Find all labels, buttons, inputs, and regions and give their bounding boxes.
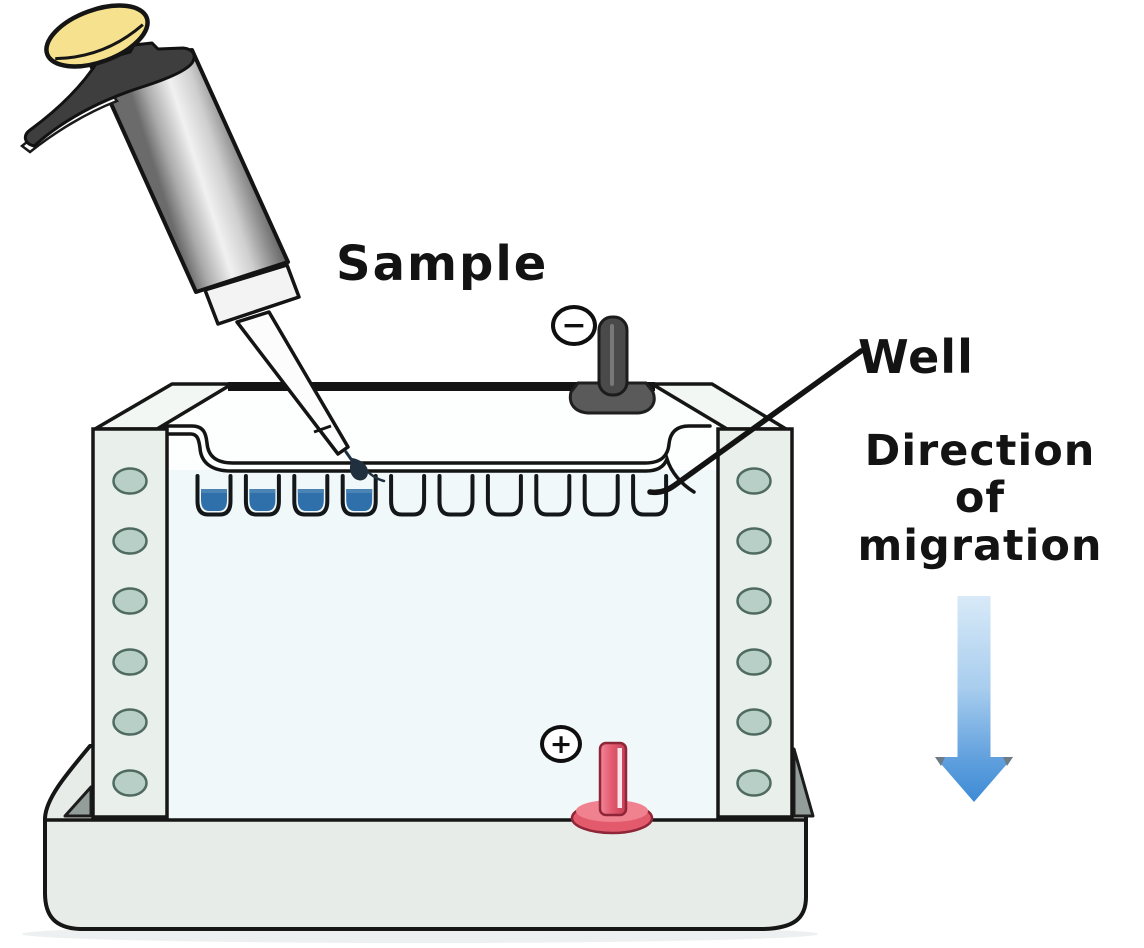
well-empty xyxy=(485,474,523,517)
well-sample-surface xyxy=(297,489,324,493)
pipette-plunger-button xyxy=(44,3,150,69)
left-corner-shadow xyxy=(63,785,93,818)
positive-electrode-post xyxy=(598,741,628,817)
pipette xyxy=(19,3,350,456)
negative-terminal-symbol: − xyxy=(551,305,597,346)
well-filled xyxy=(243,474,281,517)
well-sample-fill xyxy=(249,489,276,511)
sample-label: Sample xyxy=(336,236,549,292)
left-strip-hole xyxy=(112,467,148,495)
migration-arrow xyxy=(935,596,1013,802)
left-strip-hole xyxy=(112,708,148,736)
right-corner-shadow xyxy=(792,747,815,818)
left-strip-hole xyxy=(112,527,148,555)
pipette-flange xyxy=(23,41,196,148)
well-empty xyxy=(534,474,572,517)
direction-line-3: migration xyxy=(857,520,1103,571)
well-empty xyxy=(437,474,475,517)
well-filled xyxy=(292,474,330,517)
right-strip-hole xyxy=(736,467,772,495)
positive-post-highlight xyxy=(617,748,622,808)
well-empty xyxy=(389,474,427,517)
right-strip-hole xyxy=(736,708,772,736)
right-strip-hole xyxy=(736,587,772,615)
pipette-tip xyxy=(235,310,350,456)
direction-line-2: of xyxy=(954,473,1006,524)
wells-row xyxy=(195,474,669,517)
negative-electrode xyxy=(568,315,656,415)
right-strip-hole xyxy=(736,648,772,676)
gel-face xyxy=(95,470,786,820)
chamber-line-inner xyxy=(165,432,696,494)
left-strip-hole xyxy=(112,769,148,797)
well-empty xyxy=(582,474,620,517)
down-arrow-icon xyxy=(935,596,1013,802)
negative-electrode-base xyxy=(568,381,656,415)
right-strip-hole xyxy=(736,769,772,797)
sample-droplet xyxy=(344,450,386,483)
well-sample-surface xyxy=(249,489,276,493)
well-pointer-line xyxy=(647,348,864,496)
well-sample-fill xyxy=(297,489,324,511)
right-strip-hole xyxy=(736,527,772,555)
well-sample-surface xyxy=(201,489,227,493)
well-sample-fill xyxy=(346,489,373,511)
strip-holes xyxy=(112,467,772,797)
left-strip-hole xyxy=(112,587,148,615)
well-empty xyxy=(631,474,669,517)
well-filled xyxy=(340,474,378,517)
well-sample-surface xyxy=(346,489,373,493)
chamber-line-outer xyxy=(160,424,712,465)
positive-terminal-symbol: + xyxy=(540,725,582,763)
left-strip-hole xyxy=(112,648,148,676)
well-sample-fill xyxy=(201,489,227,511)
direction-line-1: Direction xyxy=(864,426,1096,476)
positive-electrode xyxy=(570,741,654,835)
arrow-barb-right xyxy=(1003,757,1013,766)
pipette-tip-mark xyxy=(313,424,332,434)
arrow-barb-left xyxy=(935,757,945,766)
well-filled xyxy=(195,474,233,517)
pipette-collar xyxy=(203,263,301,326)
well-label: Well xyxy=(858,330,974,384)
direction-of-migration-label: Direction of migration xyxy=(828,426,1132,571)
